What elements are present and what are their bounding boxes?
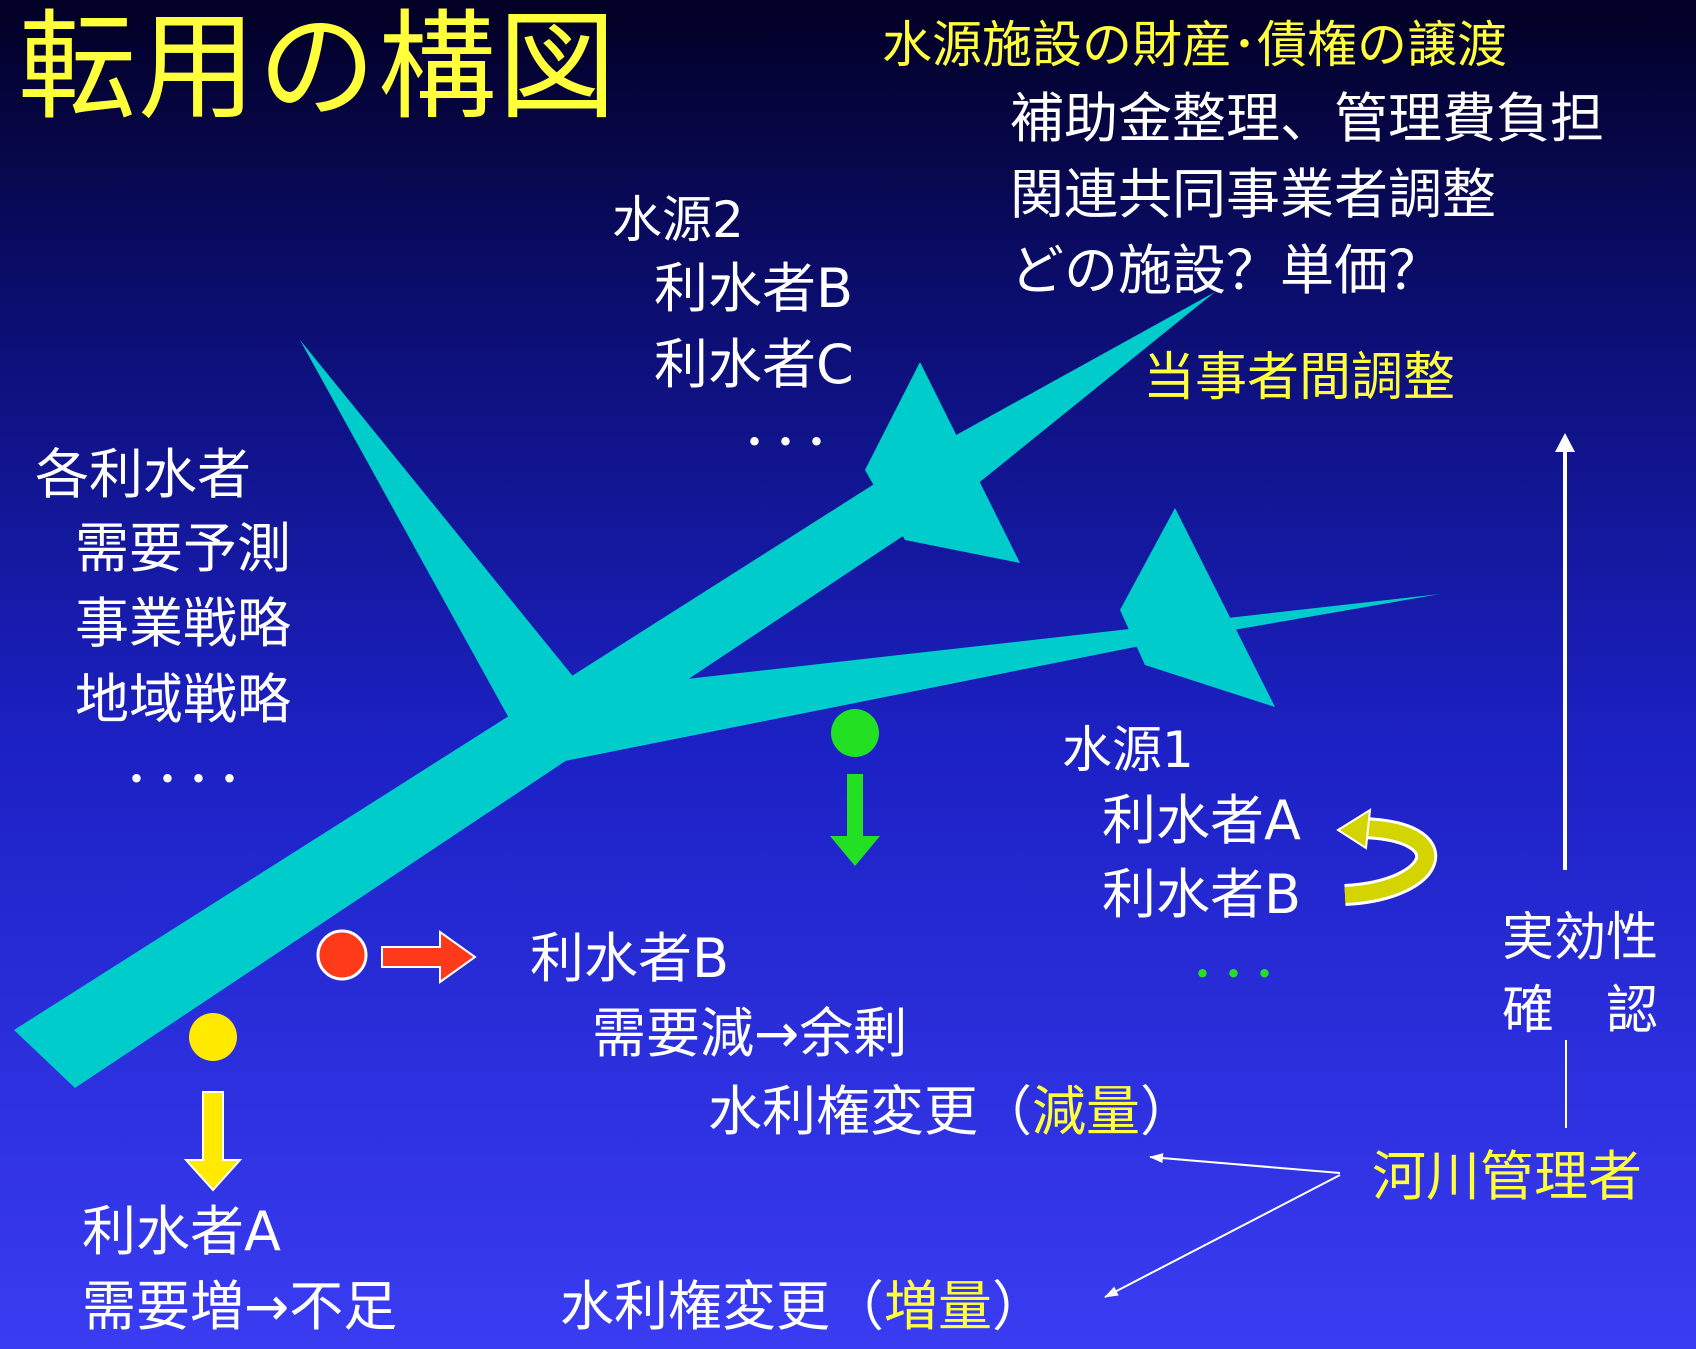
decrease-change-word: 減量 bbox=[1032, 1080, 1140, 1143]
business-strategy: 事業戦略 bbox=[75, 592, 291, 655]
user-a-status: 需要増→不足 bbox=[82, 1275, 398, 1338]
source-1-title: 水源1 bbox=[1062, 721, 1194, 779]
increase-change-line: 水利権変更（増量） bbox=[560, 1280, 1046, 1334]
source-1-more: ･･･ bbox=[1190, 946, 1283, 1004]
user-b-name: 利水者B bbox=[530, 927, 730, 990]
joint-coordination-line: 関連共同事業者調整 bbox=[1010, 163, 1496, 226]
upper-left-tributary bbox=[300, 340, 580, 720]
yellow-intake-marker bbox=[189, 1013, 237, 1061]
manager-to-decrease-arrow bbox=[1149, 1153, 1341, 1174]
confirmation-label: 確 認 bbox=[1502, 981, 1659, 1041]
increase-change-suffix: ） bbox=[992, 1275, 1046, 1338]
regional-strategy: 地域戦略 bbox=[75, 668, 291, 731]
source-2-title: 水源2 bbox=[612, 191, 744, 249]
source-1-user-a: 利水者A bbox=[1102, 789, 1301, 852]
middle-right-tributary bbox=[560, 594, 1440, 762]
green-intake-marker bbox=[831, 709, 879, 757]
each-user-more: ････ bbox=[124, 751, 248, 809]
page-title: 転用の構図 bbox=[18, 0, 619, 136]
effectiveness-label: 実効性 bbox=[1502, 908, 1659, 968]
red-intake-marker bbox=[316, 929, 368, 981]
asset-transfer-line: 水源施設の財産･債権の譲渡 bbox=[882, 16, 1507, 74]
subsidy-line: 補助金整理、管理費負担 bbox=[1010, 87, 1604, 150]
red-right-arrow bbox=[381, 930, 477, 984]
source-2-more: ･･･ bbox=[742, 414, 835, 472]
facility-price-line: どの施設？単価？ bbox=[1010, 239, 1442, 302]
dam-source-2 bbox=[865, 362, 1020, 563]
river-manager-label: 河川管理者 bbox=[1372, 1145, 1642, 1208]
decrease-change-prefix: 水利権変更（ bbox=[708, 1080, 1032, 1143]
source-2-user-c: 利水者C bbox=[654, 333, 854, 396]
transfer-arrow-head bbox=[1336, 808, 1372, 850]
decrease-change-suffix: ） bbox=[1140, 1080, 1194, 1143]
demand-forecast: 需要予測 bbox=[75, 517, 291, 580]
increase-change-word: 増量 bbox=[884, 1275, 992, 1338]
dam-source-1 bbox=[1120, 508, 1275, 707]
user-a-name: 利水者A bbox=[82, 1200, 281, 1263]
user-b-status: 需要減→余剰 bbox=[592, 1002, 908, 1065]
source-1-user-b: 利水者B bbox=[1102, 863, 1302, 926]
manager-to-increase-arrow bbox=[1104, 1174, 1341, 1298]
increase-change-prefix: 水利権変更（ bbox=[560, 1275, 884, 1338]
party-coordination-label: 当事者間調整 bbox=[1143, 348, 1456, 408]
decrease-change-line: 水利権変更（減量） bbox=[708, 1085, 1194, 1139]
green-down-arrow bbox=[830, 774, 880, 866]
each-user-title: 各利水者 bbox=[35, 443, 251, 506]
yellow-down-arrow bbox=[183, 1091, 243, 1192]
source-2-user-b: 利水者B bbox=[654, 257, 854, 320]
